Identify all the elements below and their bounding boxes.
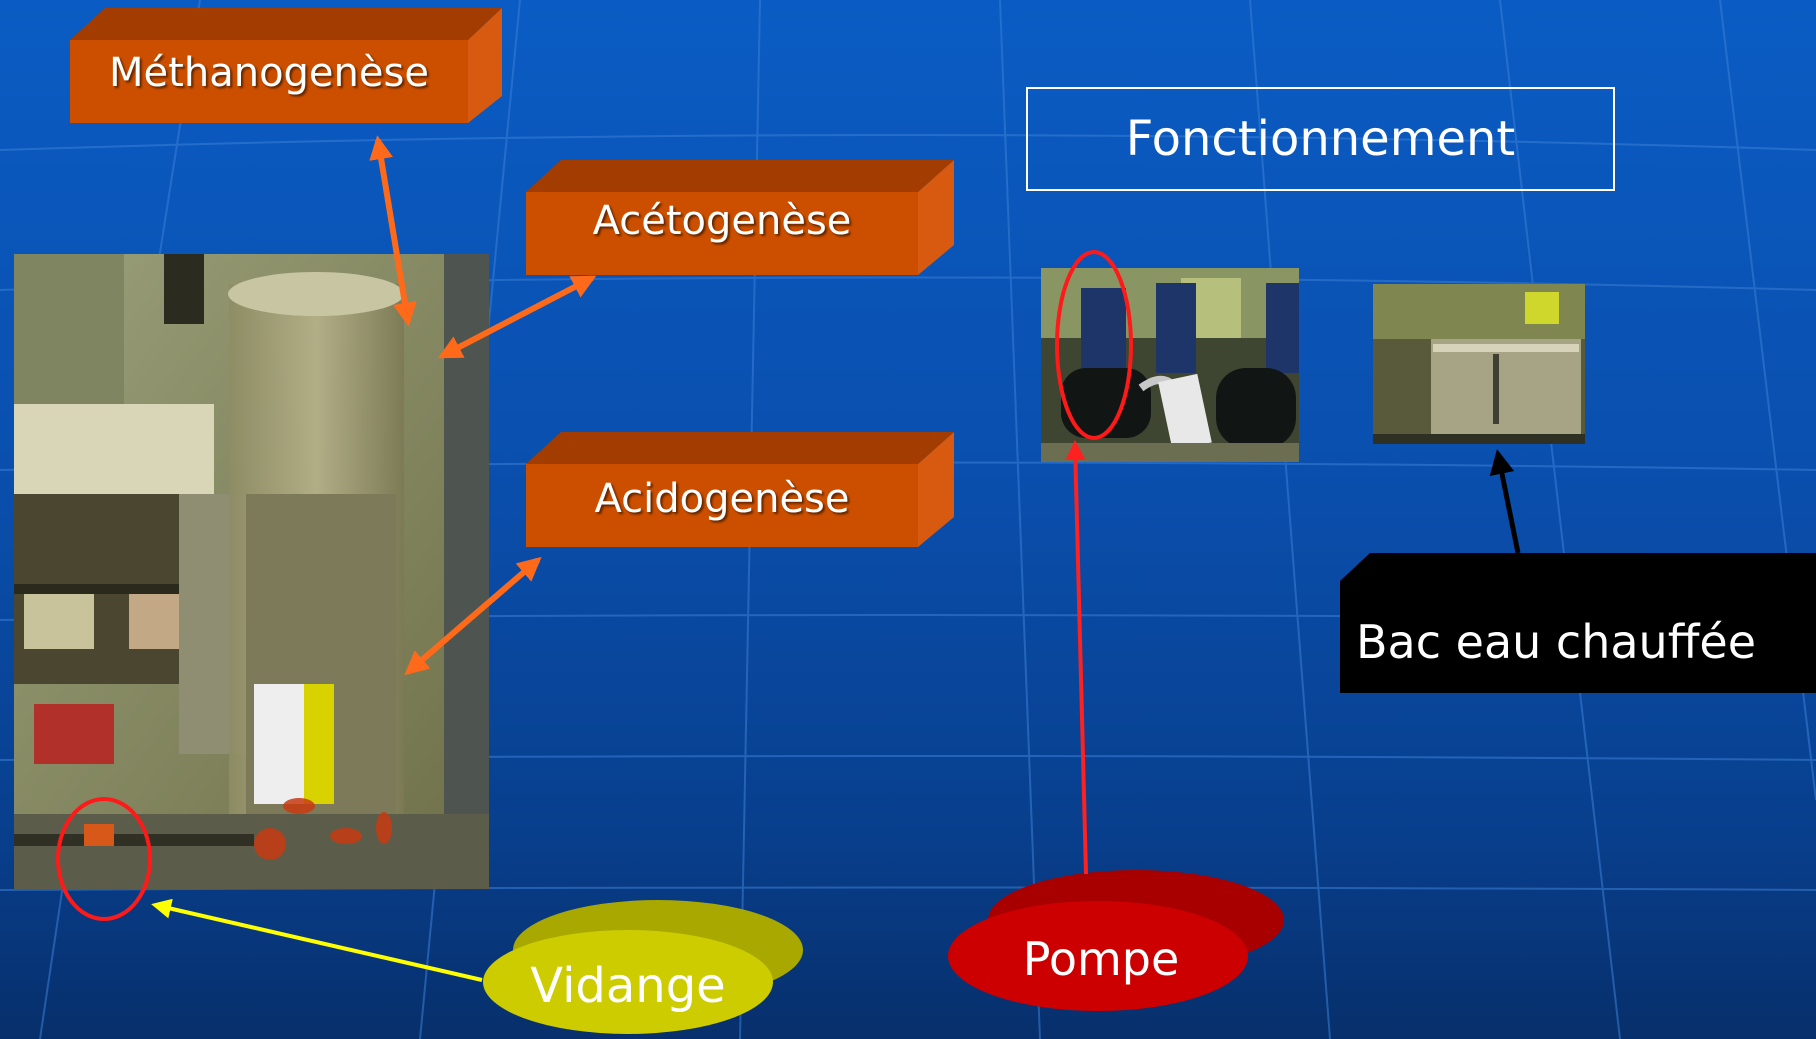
acidogenese-label: Acidogenèse	[594, 476, 850, 522]
acetogenese-arrow	[437, 275, 597, 359]
pompe-callout	[948, 870, 1284, 1011]
pompe-arrow	[1065, 440, 1088, 875]
bac-label: Bac eau chauffée	[1356, 615, 1757, 669]
acidogenese-arrow	[404, 556, 542, 676]
pump-photo	[1041, 268, 1299, 462]
pump-highlight-circle	[1055, 250, 1133, 440]
methanogenese-box	[70, 8, 502, 123]
pompe-label: Pompe	[1022, 932, 1180, 986]
acetogenese-box	[526, 160, 954, 275]
methanogenese-arrow	[369, 135, 417, 327]
acetogenese-label: Acétogenèse	[592, 198, 852, 244]
vidange-label: Vidange	[530, 958, 726, 1014]
bac-arrow	[1489, 449, 1521, 554]
vidange-callout	[483, 900, 803, 1034]
vidange-highlight-circle	[56, 797, 152, 921]
acidogenese-box	[526, 432, 954, 547]
methanogenese-label: Méthanogenèse	[109, 50, 429, 96]
water-tank-photo	[1373, 284, 1585, 444]
bac-callout	[1340, 553, 1816, 693]
fonctionnement-title: Fonctionnement	[1026, 87, 1615, 191]
vidange-arrow	[151, 898, 483, 982]
reactor-photo	[14, 254, 489, 889]
